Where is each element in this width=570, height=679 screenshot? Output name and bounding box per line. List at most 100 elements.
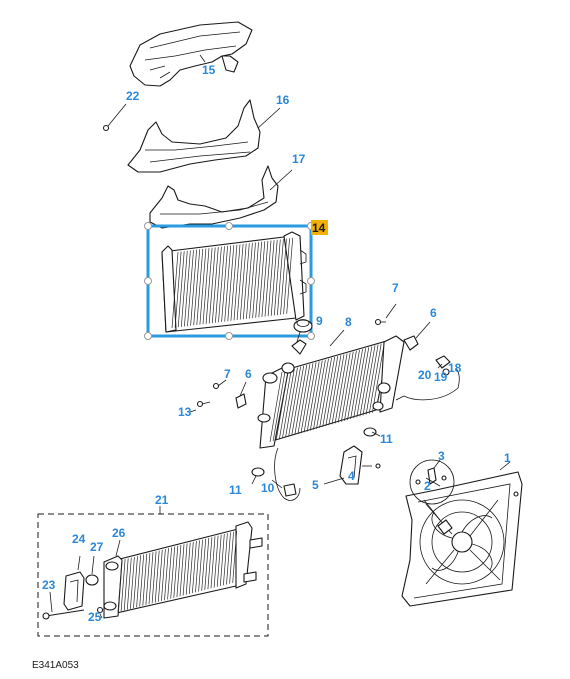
fin-line — [201, 538, 207, 591]
part-14-condenser[interactable] — [161, 231, 307, 333]
callout-9[interactable]: 9 — [316, 314, 323, 328]
fin-line — [210, 536, 216, 589]
fin-line — [233, 244, 241, 321]
callout-6-left[interactable]: 6 — [245, 367, 252, 381]
selected-part-badge — [311, 220, 328, 235]
callout-7-right[interactable]: 7 — [392, 281, 399, 295]
callout-7-left[interactable]: 7 — [224, 367, 231, 381]
callout-27[interactable]: 27 — [90, 540, 104, 554]
fin-line — [255, 241, 263, 318]
fin-line — [117, 559, 123, 613]
fin-line — [319, 357, 332, 428]
part-27-clip — [85, 555, 99, 586]
part-1-cooling-fan — [401, 461, 523, 607]
fin-line — [142, 553, 148, 606]
callout-3[interactable]: 3 — [438, 449, 445, 463]
fin-line — [309, 360, 323, 431]
part-8-radiator — [257, 329, 405, 449]
part-15-upper-shroud — [129, 21, 253, 87]
cooler-fins — [117, 530, 238, 613]
fin-line — [223, 533, 228, 586]
callout-2[interactable]: 2 — [424, 479, 431, 493]
callout-24[interactable]: 24 — [72, 532, 86, 546]
fin-line — [123, 558, 129, 611]
fin-line — [205, 247, 213, 324]
fin-line — [193, 249, 201, 326]
part-6-mount-right — [403, 321, 431, 351]
callout-19[interactable]: 19 — [434, 370, 448, 384]
callout-23[interactable]: 23 — [42, 578, 56, 592]
fin-line — [344, 350, 357, 421]
fin-line — [347, 349, 360, 420]
fin-line — [278, 369, 292, 440]
callout-16[interactable]: 16 — [276, 93, 290, 107]
callout-15[interactable]: 15 — [202, 63, 216, 77]
fin-line — [188, 541, 194, 594]
callout-25[interactable]: 25 — [88, 610, 102, 624]
fin-line — [252, 242, 259, 319]
fin-line — [136, 555, 141, 608]
callout-26[interactable]: 26 — [112, 526, 126, 540]
fin-line — [139, 554, 145, 607]
part-6-mount-left — [235, 381, 247, 409]
fin-line — [316, 358, 329, 429]
fin-line — [192, 541, 197, 594]
fin-line — [294, 364, 308, 435]
callout-5[interactable]: 5 — [312, 478, 319, 492]
fin-line — [277, 239, 284, 316]
part-22-screw — [102, 103, 127, 132]
fin-line — [365, 344, 379, 415]
fin-line — [174, 251, 182, 328]
fin-line — [246, 242, 253, 319]
fin-line — [230, 244, 238, 321]
fin-line — [280, 238, 287, 315]
part-14-selection-box[interactable] — [144, 220, 329, 340]
part-11-mount-right — [363, 427, 381, 437]
fin-line — [187, 250, 194, 327]
fin-line — [190, 249, 197, 326]
fin-line — [130, 556, 135, 609]
callout-1[interactable]: 1 — [504, 451, 511, 465]
fin-line — [322, 356, 336, 428]
callout-21[interactable]: 21 — [155, 493, 169, 507]
fin-line — [282, 368, 295, 439]
part-11-mount-left — [251, 467, 265, 485]
part-7-bolt-left — [212, 379, 227, 390]
part-9-filler-cap — [293, 319, 313, 346]
fin-line — [275, 370, 289, 441]
callout-6-right[interactable]: 6 — [430, 306, 437, 320]
drawing-code: E341A053 — [32, 660, 79, 671]
fin-line — [236, 243, 244, 321]
callout-20[interactable]: 20 — [418, 368, 432, 382]
callout-11-left[interactable]: 11 — [229, 483, 242, 497]
fin-line — [269, 371, 283, 443]
callout-13[interactable]: 13 — [178, 405, 192, 419]
fin-line — [154, 550, 160, 603]
fin-line — [207, 537, 213, 590]
callout-18[interactable]: 18 — [448, 361, 462, 375]
fin-line — [331, 354, 345, 425]
fin-line — [173, 545, 179, 598]
callout-17[interactable]: 17 — [292, 152, 306, 166]
callout-8[interactable]: 8 — [345, 315, 352, 329]
fin-line — [264, 240, 272, 317]
part-24-bracket — [63, 555, 85, 611]
fin-line — [303, 362, 317, 433]
fin-line — [151, 551, 157, 604]
fin-line — [180, 250, 188, 327]
callout-4[interactable]: 4 — [348, 469, 355, 483]
fin-line — [120, 559, 126, 612]
callout-22[interactable]: 22 — [126, 89, 140, 103]
fin-line — [185, 542, 191, 595]
fin-line — [297, 363, 311, 435]
part-4-bracket — [339, 445, 381, 485]
fin-line — [286, 237, 294, 314]
fin-line — [196, 248, 204, 325]
part-16-air-deflector — [127, 99, 281, 173]
callout-10[interactable]: 10 — [261, 481, 275, 495]
fin-line — [171, 251, 179, 329]
callout-14[interactable]: 14 — [312, 221, 326, 235]
fin-line — [232, 530, 238, 583]
callout-11-right[interactable]: 11 — [380, 432, 393, 446]
